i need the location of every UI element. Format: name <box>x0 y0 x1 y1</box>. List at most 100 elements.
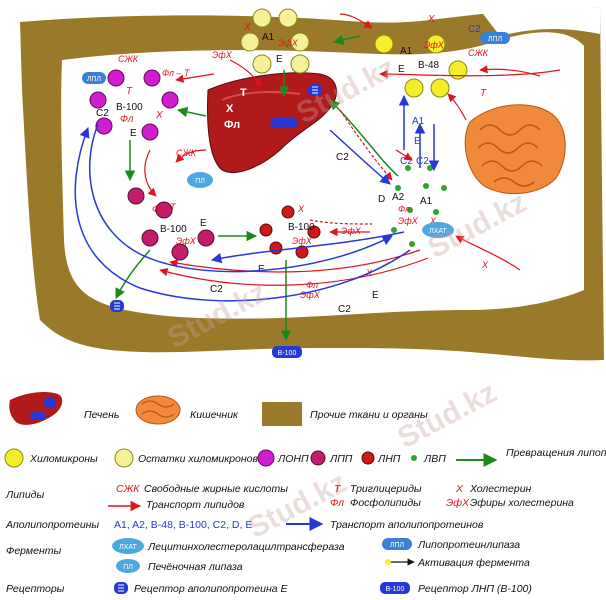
legend-t-abbr: Т <box>334 483 342 495</box>
hdl-x: X <box>429 216 437 226</box>
pl-enzyme: ПЛ <box>187 172 213 188</box>
legend-lipid-transport: Транспорт липидов <box>146 499 245 511</box>
legend-intestine-icon <box>135 395 181 425</box>
legend-szk-abbr: СЖК <box>116 483 140 495</box>
legend-remnants: Остатки хиломикронов <box>138 453 258 465</box>
legend-idl: ЛПП <box>329 453 353 465</box>
tissue-ring <box>20 7 604 361</box>
legend-lpl-abbr: ЛПЛ <box>390 542 405 549</box>
legend-chylomicrons: Хиломикроны <box>29 453 98 465</box>
arrows <box>74 13 561 342</box>
legend-hdl: ЛВП <box>423 453 446 465</box>
vldl-cluster <box>89 69 179 141</box>
legend-lhat: Лецитинхолестеролацилтрансфераза <box>147 541 345 553</box>
chylo-b48: B-48 <box>418 60 440 71</box>
lhat-enzyme: ЛХАТ <box>422 222 454 238</box>
remnant-e: E <box>276 54 283 65</box>
legend-ldl-icon <box>361 451 375 465</box>
legend-x-abbr: Х <box>455 483 464 495</box>
remnant-a1: A1 <box>262 32 275 43</box>
chylo-x: X <box>427 14 435 25</box>
hdl-a1: A1 <box>420 196 433 207</box>
legend-apo-list: A1, A2, B-48, B-100, C2, D, E <box>114 519 252 531</box>
vldl-x: X <box>155 110 163 121</box>
chylomicrons-cluster <box>374 34 468 98</box>
vldl-fl: Фл <box>120 114 134 125</box>
hdl-a2: A2 <box>392 192 405 203</box>
legend-rec-b100-icon: B-100 <box>380 582 410 594</box>
legend-fl-abbr: Фл <box>330 497 344 509</box>
ldl-b100: B-100 <box>288 222 315 233</box>
idl-fl: Фл <box>152 204 164 214</box>
idl-cluster <box>127 187 215 261</box>
hdl-d: D <box>378 194 385 205</box>
stack-c2b: C2 <box>416 156 429 167</box>
idl-t: T <box>170 202 177 212</box>
ldl-cluster <box>259 205 321 259</box>
legend-rec-b100-abbr: B-100 <box>386 586 405 593</box>
legend-vldl-icon <box>257 449 275 467</box>
legend-hdl-icon <box>411 455 417 461</box>
vldl-t: T <box>126 86 133 97</box>
remnant-efx: ЭфХ <box>278 38 299 48</box>
legend-intestine: Кишечник <box>190 409 239 421</box>
lpl-enzyme-left: ЛПЛ <box>82 72 106 84</box>
vldl-c2: C2 <box>96 108 109 119</box>
legend-rec-b100: Рецептор ЛНП (B-100) <box>418 583 532 595</box>
legend-idl-icon <box>310 450 326 466</box>
legend-fl: Фосфолипиды <box>350 497 421 509</box>
vldl-szk: СЖК <box>118 54 139 64</box>
ring-gap <box>480 6 600 36</box>
receptor-e-marker <box>110 300 124 312</box>
chylo-c2: C2 <box>468 24 481 35</box>
e-mid: E <box>258 264 265 275</box>
liver-receptor-e <box>308 84 322 96</box>
lpl-enzyme-top: ЛПЛ <box>480 32 510 44</box>
legend-other: Прочие ткани и органы <box>310 409 428 421</box>
legend-lpl-icon: ЛПЛ <box>382 538 412 550</box>
intestine-organ <box>464 104 566 195</box>
chylo-szk: СЖК <box>468 48 489 58</box>
legend-remnant-icon <box>114 448 134 468</box>
hdl-fl: Фл <box>398 204 410 214</box>
ldl-efx-arrow: –ЭфХ– <box>335 226 367 236</box>
legend-pl: Печёночная липаза <box>148 561 243 573</box>
legend-other-swatch <box>262 402 302 426</box>
legend-lhat-abbr: ЛХАТ <box>119 544 137 551</box>
stack-c2a: C2 <box>400 156 413 167</box>
legend-receptors-title: Рецепторы <box>6 583 65 595</box>
legend-chylo-icon <box>4 448 24 468</box>
efx-bottom: ЭфХ <box>300 290 321 300</box>
ldl-x: X <box>297 204 305 214</box>
liver-fl-label: Фл <box>224 119 240 131</box>
legend-ldl: ЛНП <box>377 453 401 465</box>
liver-receptor-ldl <box>270 118 298 128</box>
lpl-top-label: ЛПЛ <box>488 36 503 43</box>
lhat-label: ЛХАТ <box>429 228 447 235</box>
legend-vldl: ЛОНП <box>277 453 309 465</box>
receptor-ldl-label: B-100 <box>278 350 297 357</box>
legend-lhat-icon: ЛХАТ <box>112 538 144 554</box>
chylo-efx: ЭфХ <box>424 40 445 50</box>
legend-activation: Активация фермента <box>417 557 530 569</box>
idl-szk: СЖК <box>176 148 197 158</box>
legend-conversion-line: Превращения липопротеинов <box>506 447 606 459</box>
fl-bottom: Фл <box>306 280 318 290</box>
liver-tg-label: T <box>240 87 247 99</box>
vldl-fl-t: Фл – Т <box>162 68 191 78</box>
legend-liver: Печень <box>84 409 119 421</box>
idl-b100: B-100 <box>160 224 187 235</box>
vldl-e: E <box>130 128 137 139</box>
legend-pl-icon: ПЛ <box>116 559 140 573</box>
legend-conversion: Превращения липопротеинов <box>506 447 606 459</box>
legend-t: Триглицериды <box>350 483 422 495</box>
x-right: X <box>481 260 489 270</box>
chylo-a1: A1 <box>400 46 413 57</box>
e-bottom2: E <box>372 290 379 301</box>
lpl-left-label: ЛПЛ <box>87 76 102 83</box>
legend-efx-abbr: ЭфХ <box>446 497 470 509</box>
pl-label: ПЛ <box>195 178 205 185</box>
legend-liver-icon <box>9 392 63 425</box>
legend-efx: Эфиры холестерина <box>470 497 574 509</box>
